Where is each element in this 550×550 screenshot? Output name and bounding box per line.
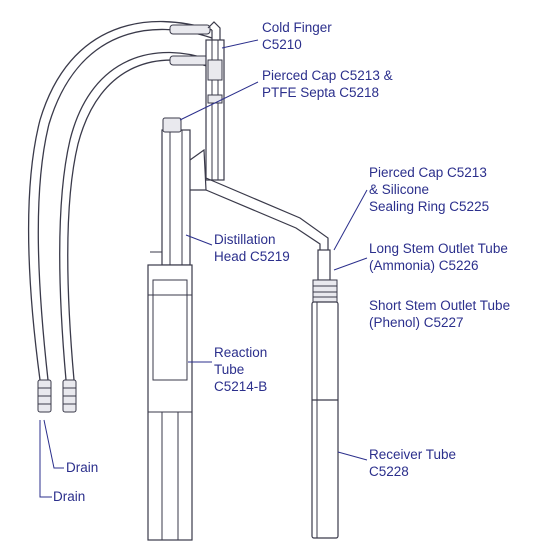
receiver-tube	[311, 301, 339, 539]
hose-outer	[28, 20, 213, 381]
label-long-stem: Long Stem Outlet Tube (Ammonia) C5226	[369, 241, 508, 273]
outlet-tube	[312, 249, 338, 303]
hose-fitting-left	[37, 379, 52, 413]
label-distillation-head: Distillation Head C5219	[214, 232, 290, 264]
reaction-tube	[147, 264, 193, 541]
label-drain-upper: Drain	[66, 460, 99, 475]
label-drain-lower: Drain	[53, 489, 86, 504]
label-short-stem: Short Stem Outlet Tube (Phenol) C5227	[369, 298, 511, 330]
label-pierced-cap-ptfe: Pierced Cap C5213 & PTFE Septa C5218	[262, 68, 393, 100]
cold-finger	[205, 21, 225, 181]
label-reaction-tube: Reaction Tube C5214-B	[214, 345, 268, 394]
label-receiver-tube: Receiver Tube C5228	[369, 447, 457, 479]
label-pierced-cap-silicone: Pierced Cap C5213 & Silicone Sealing Rin…	[369, 165, 490, 214]
label-cold-finger: Cold Finger C5210	[262, 20, 332, 52]
leader-lines	[39, 39, 368, 498]
hose-connectors	[169, 24, 211, 66]
hose-fitting-right	[62, 379, 77, 413]
hose-inner	[59, 51, 211, 381]
